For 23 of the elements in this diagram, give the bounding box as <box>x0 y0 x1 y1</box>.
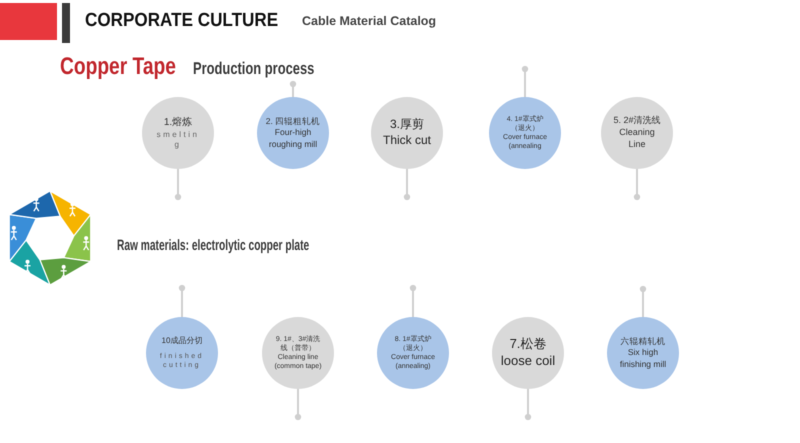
step-label: 1.熔炼 <box>164 116 192 129</box>
step-label: 2. 四辊粗轧机Four-high roughing mill <box>265 116 321 150</box>
step-caption: smelting <box>156 130 200 150</box>
step-label: 10成品分切 <box>162 336 202 346</box>
pin-line <box>294 389 302 420</box>
pin-line <box>524 389 532 420</box>
pin-line <box>290 80 296 97</box>
pin-line <box>174 169 182 200</box>
raw-material-note: Raw materials: electrolytic copper plate <box>117 238 310 254</box>
step-label: 3.厚剪 Thick cut <box>382 117 432 149</box>
section-subheading: Production process <box>193 60 314 79</box>
pin-line <box>522 66 528 97</box>
step-label: 六辊精轧机 Six high finishing mill <box>618 336 668 370</box>
pin-line <box>404 169 410 200</box>
pin-line <box>634 169 640 200</box>
pin-line <box>410 284 416 317</box>
pin-line <box>640 286 646 317</box>
section-heading: Copper Tape <box>60 54 176 80</box>
pin-line <box>178 284 186 317</box>
page-title: CORPORATE CULTURE <box>85 11 278 32</box>
step-label: 5. 2#清洗线 Cleaning Line <box>612 115 662 151</box>
subtitle: Cable Material Catalog <box>302 15 436 29</box>
step-label: 7.松卷 loose coil <box>500 336 556 370</box>
